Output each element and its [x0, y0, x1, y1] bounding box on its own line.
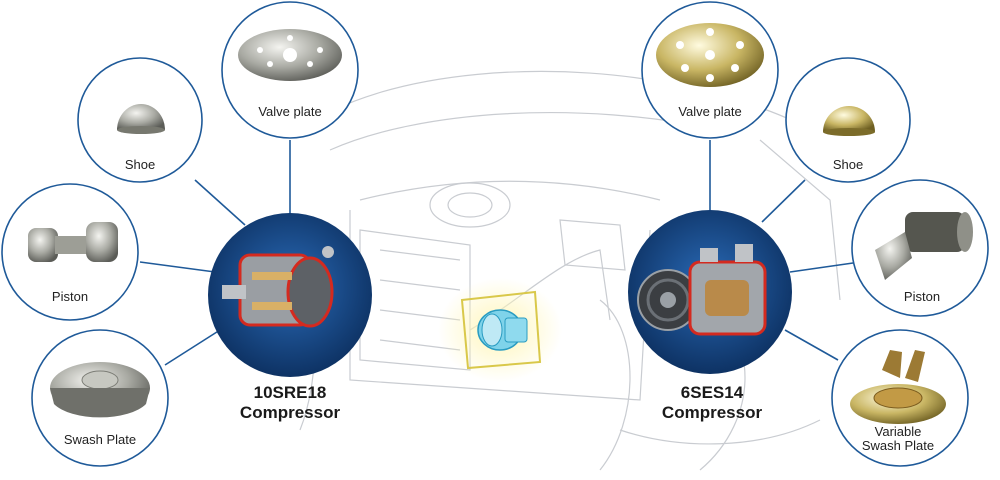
left-valve-plate-circle: [221, 1, 359, 139]
right-compressor-hub: [628, 210, 792, 374]
right-valve-plate-circle: [641, 1, 779, 139]
left-compressor-model: 10SRE18: [253, 383, 327, 402]
left-swash-plate-circle: [31, 329, 169, 467]
right-shoe-circle: [785, 57, 911, 183]
car-compressor-highlight: [438, 278, 562, 382]
left-piston-label: Piston: [51, 289, 89, 304]
left-shoe-circle: [77, 57, 203, 183]
right-piston-label: Piston: [903, 289, 941, 304]
right-shoe-label: Shoe: [832, 157, 864, 172]
right-variable-swash-plate-circle: [831, 329, 969, 467]
right-piston-circle: [851, 179, 989, 317]
right-variable-swash-plate-label-line2: Swash Plate: [861, 438, 935, 453]
right-compressor-type: Compressor: [661, 403, 763, 422]
left-compressor-type: Compressor: [239, 403, 341, 422]
left-compressor-hub: [208, 213, 372, 377]
right-valve-plate-label: Valve plate: [678, 104, 742, 119]
left-shoe-label: Shoe: [124, 157, 156, 172]
right-compressor-model: 6SES14: [680, 383, 744, 402]
left-piston-circle: [1, 183, 139, 321]
right-variable-swash-plate-label-line1: Variable: [874, 424, 922, 439]
left-valve-plate-label: Valve plate: [258, 104, 322, 119]
left-swash-plate-label: Swash Plate: [63, 432, 137, 447]
